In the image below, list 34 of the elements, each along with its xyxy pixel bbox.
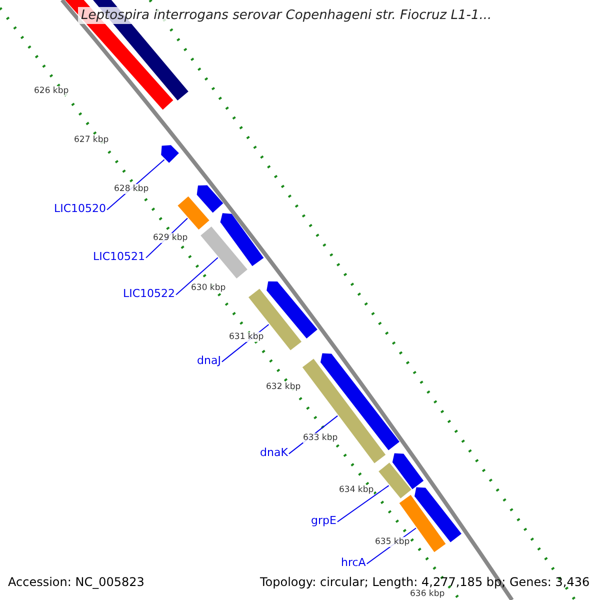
scale-label: 634 kbp [339, 485, 374, 495]
gene-label: hrcA [341, 556, 366, 569]
scale-label: 626 kbp [34, 86, 69, 96]
gene-label: LIC10521 [93, 250, 146, 263]
scale-label: 635 kbp [375, 537, 410, 547]
scale-label: 629 kbp [153, 233, 188, 243]
gene-label: dnaJ [197, 354, 221, 367]
scale-label: 628 kbp [114, 184, 149, 194]
leader-line [176, 257, 218, 296]
scale-label: 627 kbp [74, 135, 109, 145]
gene-bar [378, 462, 412, 498]
scale-label: 630 kbp [191, 283, 226, 293]
gene-bar [161, 145, 179, 163]
scale-label: 636 kbp [410, 589, 445, 599]
gene-bar [414, 487, 462, 542]
gene-bar [178, 196, 210, 230]
gene-bar [392, 453, 424, 490]
info-text: Accession: NC_005823 [8, 575, 144, 589]
scale-label: 631 kbp [229, 332, 264, 342]
gene-bar [266, 281, 318, 338]
info-text: Topology: circular; Length: 4,277,185 bp; Genes: 3,436 [260, 575, 590, 589]
gene-bar [196, 185, 224, 213]
gene-bar [248, 288, 302, 350]
scale-label: 632 kbp [266, 382, 301, 392]
leader-line [336, 485, 390, 522]
gene-label: LIC10520 [54, 202, 106, 215]
gene-bar [220, 213, 264, 266]
gene-label: dnaK [260, 446, 288, 459]
gene-bar [302, 358, 386, 464]
gene-label: LIC10522 [123, 287, 176, 300]
scale-label: 633 kbp [303, 433, 338, 443]
gene-bar [200, 226, 248, 278]
gene-bar [320, 353, 400, 450]
gene-label: grpE [311, 514, 336, 527]
